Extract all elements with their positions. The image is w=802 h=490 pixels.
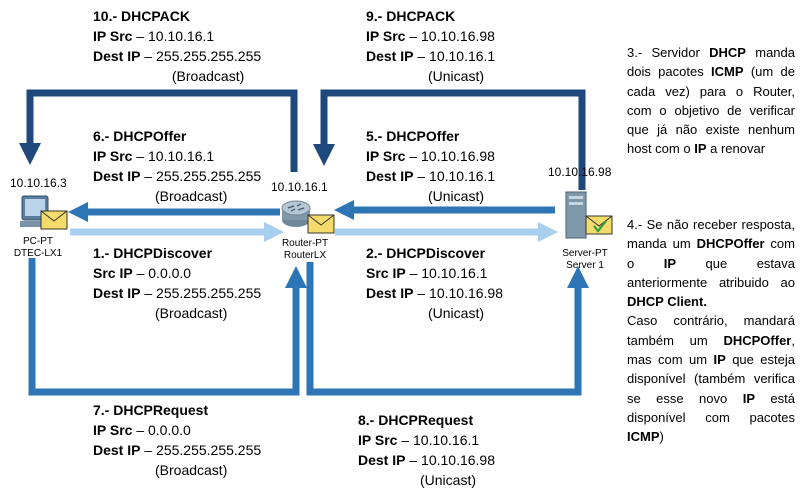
server-icon[interactable] — [565, 191, 587, 239]
msg-dhcpoffer-5: 5.- DHCPOffer IP Src – 10.10.16.98 Dest … — [366, 128, 496, 204]
msg-dhcpoffer-6: 6.- DHCPOffer IP Src – 10.10.16.1 Dest I… — [93, 128, 262, 204]
msg-dhcpack-10: 10.- DHCPACK IP Src – 10.10.16.1 Dest IP… — [93, 8, 262, 84]
arrow-dhcprequest-7 — [28, 258, 307, 396]
msg-dhcpdiscover-2: 2.- DHCPDiscover Src IP – 10.10.16.1 Des… — [366, 245, 503, 321]
pc-ip: 10.10.16.3 — [10, 176, 67, 190]
router-ip: 10.10.16.1 — [271, 180, 328, 194]
arrow-dhcpoffer-5 — [334, 200, 555, 220]
arrow-dhcpoffer-6 — [68, 202, 280, 222]
envelope-icon — [585, 215, 613, 235]
msg-dhcpack-9: 9.- DHCPACK IP Src – 10.10.16.98 Dest IP… — [366, 8, 496, 84]
arrow-dhcpack-9 — [313, 89, 586, 190]
arrow-dhcpdiscover-1 — [70, 222, 284, 242]
note-step-4: 4.- Se não receber resposta, manda um DH… — [627, 217, 796, 445]
arrow-dhcpdiscover-2 — [335, 222, 558, 242]
envelope-icon — [307, 214, 335, 234]
msg-dhcprequest-7: 7.- DHCPRequest IP Src – 0.0.0.0 Dest IP… — [93, 402, 262, 478]
arrow-dhcprequest-8 — [306, 262, 589, 396]
envelope-icon — [40, 210, 68, 230]
msg-dhcprequest-8: 8.- DHCPRequest IP Src – 10.10.16.1 Dest… — [358, 412, 495, 488]
note-step-3: 3.- Servidor DHCP manda dois pacotes ICM… — [627, 45, 795, 157]
server-ip: 10.10.16.98 — [548, 165, 612, 179]
router-icon[interactable] — [281, 200, 311, 227]
msg-dhcpdiscover-1: 1.- DHCPDiscover Src IP – 0.0.0.0 Dest I… — [93, 245, 262, 321]
arrow-dhcpack-10 — [19, 89, 298, 172]
